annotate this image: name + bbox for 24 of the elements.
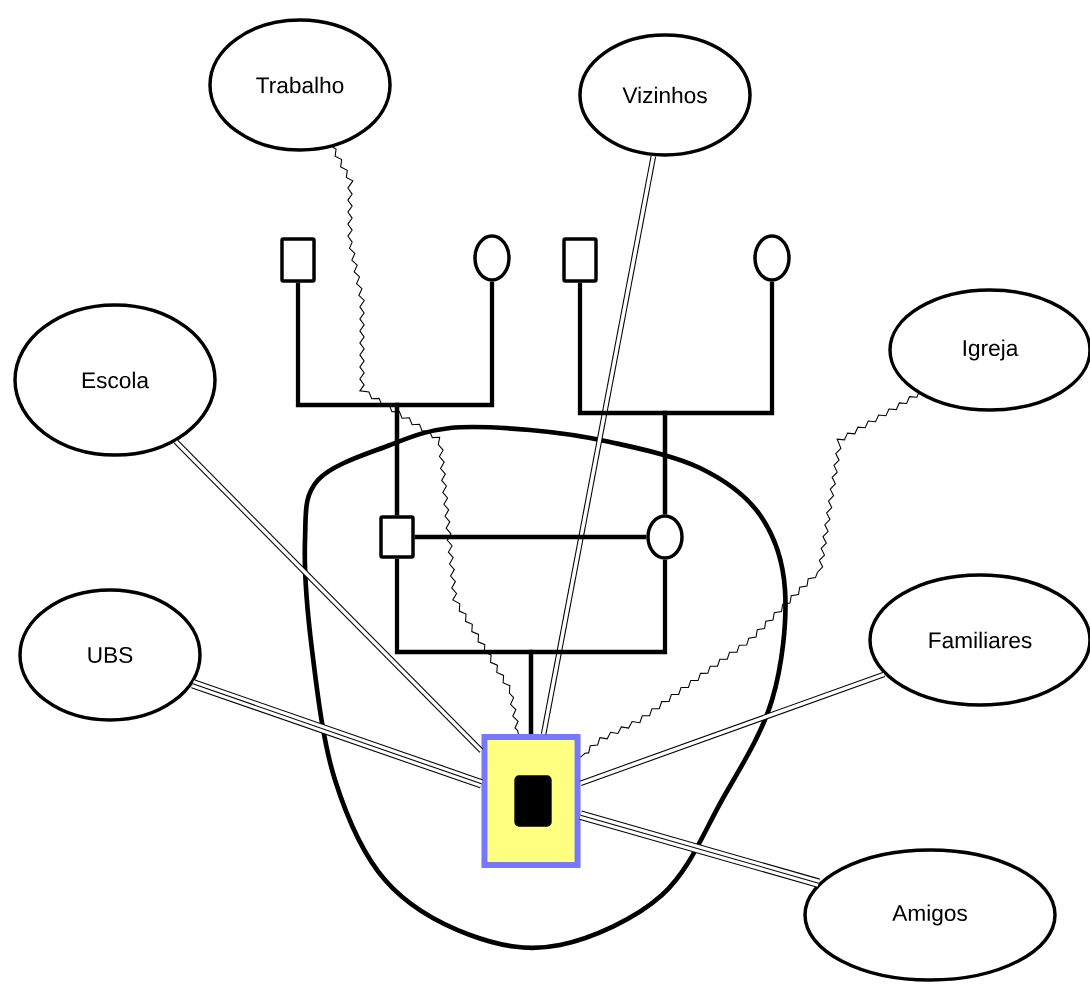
wavy-line xyxy=(580,393,919,758)
male-symbol xyxy=(379,515,415,559)
female-symbol xyxy=(646,514,684,560)
female-symbol xyxy=(473,234,511,282)
male-symbol xyxy=(280,237,316,283)
ellipse-node: UBS xyxy=(18,588,202,722)
wavy-line xyxy=(332,146,519,735)
male-symbol xyxy=(562,237,598,283)
ellipse-node: Trabalho xyxy=(208,18,392,152)
triple-line xyxy=(579,810,820,888)
ellipse-node: Amigos xyxy=(803,848,1057,982)
ellipse-node: Escola xyxy=(13,303,217,457)
female-symbol xyxy=(753,234,791,282)
ellipse-node: Vizinhos xyxy=(578,33,752,157)
double-line xyxy=(540,155,657,735)
genogram-line xyxy=(528,559,668,734)
genogram-line xyxy=(662,281,775,515)
genogram-line xyxy=(414,534,647,540)
filled-square xyxy=(514,775,552,827)
household-outline xyxy=(302,424,788,951)
triple-line xyxy=(191,679,483,789)
genogram-line xyxy=(394,281,495,516)
double-line xyxy=(173,439,484,753)
double-line xyxy=(579,671,886,786)
